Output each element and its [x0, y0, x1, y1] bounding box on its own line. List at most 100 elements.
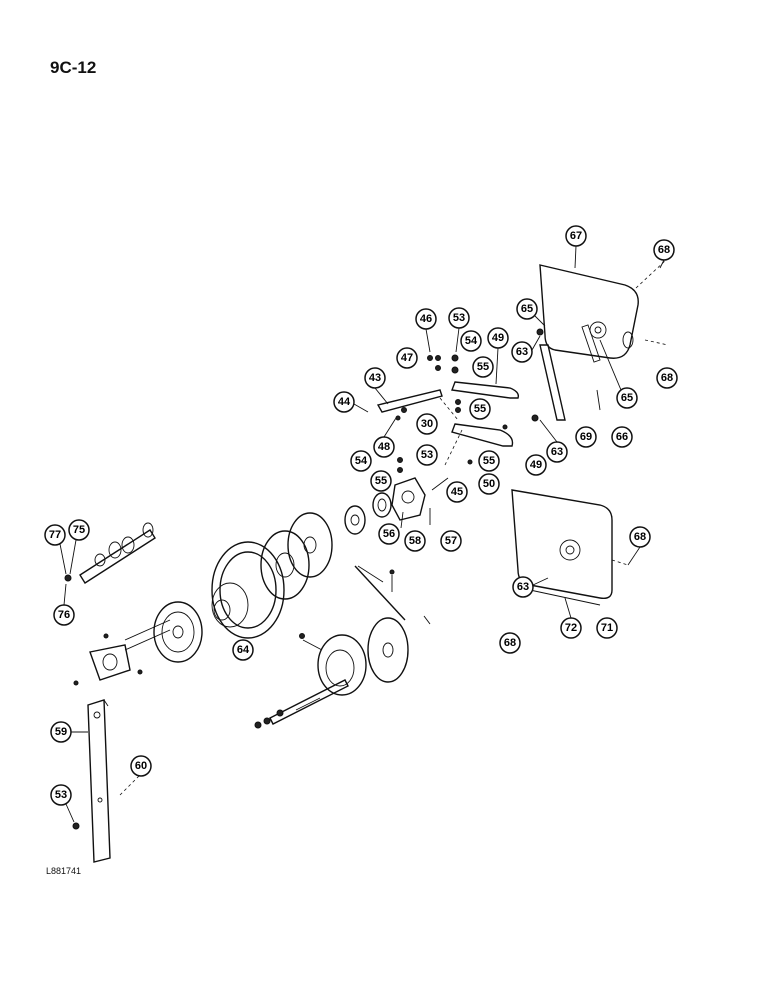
callout-68: 68 [653, 239, 675, 261]
callout-number: 69 [580, 431, 592, 443]
callout-number: 47 [401, 352, 413, 364]
callout-50: 50 [478, 473, 500, 495]
callout-number: 49 [530, 459, 542, 471]
callout-60: 60 [130, 755, 152, 777]
callout-number: 68 [504, 637, 516, 649]
callout-number: 58 [409, 535, 421, 547]
callout-number: 64 [237, 644, 250, 656]
left-shaft [64, 522, 156, 584]
callout-77: 77 [44, 524, 66, 546]
callout-number: 68 [634, 531, 646, 543]
callout-number: 55 [483, 455, 495, 467]
callout-number: 71 [601, 622, 613, 634]
upper-pulleys [260, 505, 366, 600]
lower-left-bearing [73, 619, 171, 686]
callout-number: 63 [551, 446, 563, 458]
callout-71: 71 [596, 617, 618, 639]
callout-59: 59 [50, 721, 72, 743]
page-code: 9C-12 [50, 58, 97, 77]
drawing-code: L881741 [46, 866, 82, 876]
callout-55: 55 [478, 450, 500, 472]
callout-68: 68 [656, 367, 678, 389]
callout-57: 57 [440, 530, 462, 552]
callout-number: 72 [565, 622, 577, 634]
callout-46: 46 [415, 308, 437, 330]
callout-53: 53 [50, 784, 72, 806]
callout-number: 53 [55, 789, 67, 801]
callout-number: 63 [517, 581, 529, 593]
callout-44: 44 [333, 391, 355, 413]
callout-63: 63 [546, 441, 568, 463]
callout-64: 64 [232, 639, 254, 661]
callout-56: 56 [378, 523, 400, 545]
links [376, 381, 520, 466]
callout-63: 63 [511, 341, 533, 363]
callout-number: 49 [492, 332, 504, 344]
callout-48: 48 [373, 436, 395, 458]
callout-58: 58 [404, 530, 426, 552]
callout-number: 55 [477, 361, 489, 373]
mounting-bracket [72, 699, 141, 863]
callout-number: 65 [521, 303, 533, 315]
callout-number: 55 [474, 403, 486, 415]
callout-72: 72 [560, 617, 582, 639]
callout-number: 54 [465, 335, 478, 347]
callout-number: 48 [378, 441, 390, 453]
main-pulley [153, 541, 285, 663]
callout-number: 53 [453, 312, 465, 324]
callout-54: 54 [460, 330, 482, 352]
callout-number: 43 [369, 372, 381, 384]
callout-53: 53 [416, 444, 438, 466]
callout-number: 68 [658, 244, 670, 256]
idler-post [539, 324, 601, 421]
callout-65: 65 [516, 298, 538, 320]
callout-number: 57 [445, 535, 457, 547]
callout-65: 65 [616, 387, 638, 409]
callout-55: 55 [472, 356, 494, 378]
callout-number: 77 [49, 529, 61, 541]
callout-45: 45 [446, 481, 468, 503]
callout-number: 56 [383, 528, 395, 540]
callout-number: 59 [55, 726, 67, 738]
callout-number: 44 [338, 396, 351, 408]
tension-rod [354, 565, 431, 625]
callout-43: 43 [364, 367, 386, 389]
callout-55: 55 [370, 470, 392, 492]
callout-76: 76 [53, 604, 75, 626]
callout-47: 47 [396, 347, 418, 369]
callout-68: 68 [499, 632, 521, 654]
callout-number: 67 [570, 230, 582, 242]
lower-pulleys [254, 617, 409, 729]
callout-number: 75 [73, 524, 85, 536]
callout-number: 45 [451, 486, 463, 498]
callout-54: 54 [350, 450, 372, 472]
callout-number: 30 [421, 418, 433, 430]
callout-67: 67 [565, 225, 587, 247]
callout-number: 50 [483, 478, 495, 490]
callout-49: 49 [487, 327, 509, 349]
callout-number: 65 [621, 392, 633, 404]
callout-55: 55 [469, 398, 491, 420]
hardware [395, 328, 544, 473]
callout-75: 75 [68, 519, 90, 541]
callout-53: 53 [448, 307, 470, 329]
callout-number: 46 [420, 313, 432, 325]
callout-49: 49 [525, 454, 547, 476]
leader-lines [59, 245, 665, 823]
callout-66: 66 [611, 426, 633, 448]
callout-number: 66 [616, 431, 628, 443]
callout-63: 63 [512, 576, 534, 598]
callout-number: 76 [58, 609, 70, 621]
callout-number: 53 [421, 449, 433, 461]
callout-30: 30 [416, 413, 438, 435]
bearing-housing [372, 477, 449, 525]
callout-number: 63 [516, 346, 528, 358]
callout-number: 54 [355, 455, 368, 467]
callout-number: 60 [135, 760, 147, 772]
callout-68: 68 [629, 526, 651, 548]
callout-number: 68 [661, 372, 673, 384]
callout-number: 55 [375, 475, 387, 487]
callout-69: 69 [575, 426, 597, 448]
upper-shield-plate [539, 259, 669, 359]
